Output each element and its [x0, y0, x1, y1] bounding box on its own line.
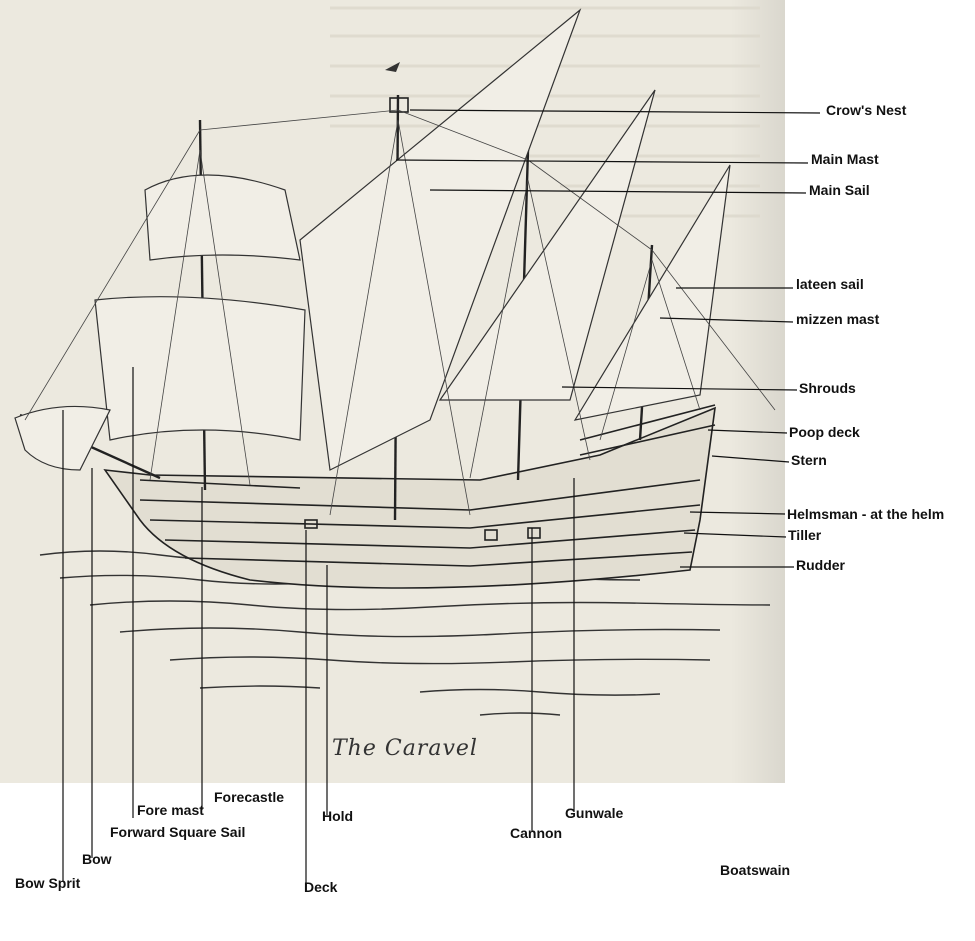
label-forward-square-sail: Forward Square Sail	[110, 824, 246, 840]
crows-nest-drawing	[389, 97, 409, 113]
leader-lines	[62, 109, 821, 887]
flag	[385, 62, 400, 72]
label-shrouds: Shrouds	[799, 380, 856, 396]
label-bow: Bow	[82, 851, 112, 867]
label-tiller: Tiller	[788, 527, 822, 543]
label-gunwale: Gunwale	[565, 805, 624, 821]
label-bow-sprit: Bow Sprit	[15, 875, 81, 891]
label-rudder: Rudder	[796, 557, 845, 573]
label-mizzen-mast: mizzen mast	[796, 311, 880, 327]
label-deck: Deck	[304, 879, 338, 895]
label-main-mast: Main Mast	[811, 151, 879, 167]
label-helmsman: Helmsman - at the helm	[787, 506, 945, 522]
rigging-lines	[24, 109, 776, 516]
label-crows-nest: Crow's Nest	[826, 102, 907, 118]
label-forecastle: Forecastle	[214, 789, 285, 805]
label-poop-deck: Poop deck	[789, 424, 860, 440]
label-hold: Hold	[322, 808, 354, 824]
label-main-sail: Main Sail	[809, 182, 870, 198]
label-cannon: Cannon	[510, 825, 563, 841]
ship-hull	[103, 404, 716, 589]
label-stern: Stern	[791, 452, 827, 468]
label-boatswain: Boatswain	[720, 862, 791, 878]
page-edge-shadow	[730, 0, 785, 783]
diagram-caption: The Caravel	[332, 736, 478, 761]
label-fore-mast: Fore mast	[137, 802, 204, 818]
ship-sails	[14, 8, 731, 471]
label-lateen-sail: lateen sail	[796, 276, 864, 292]
